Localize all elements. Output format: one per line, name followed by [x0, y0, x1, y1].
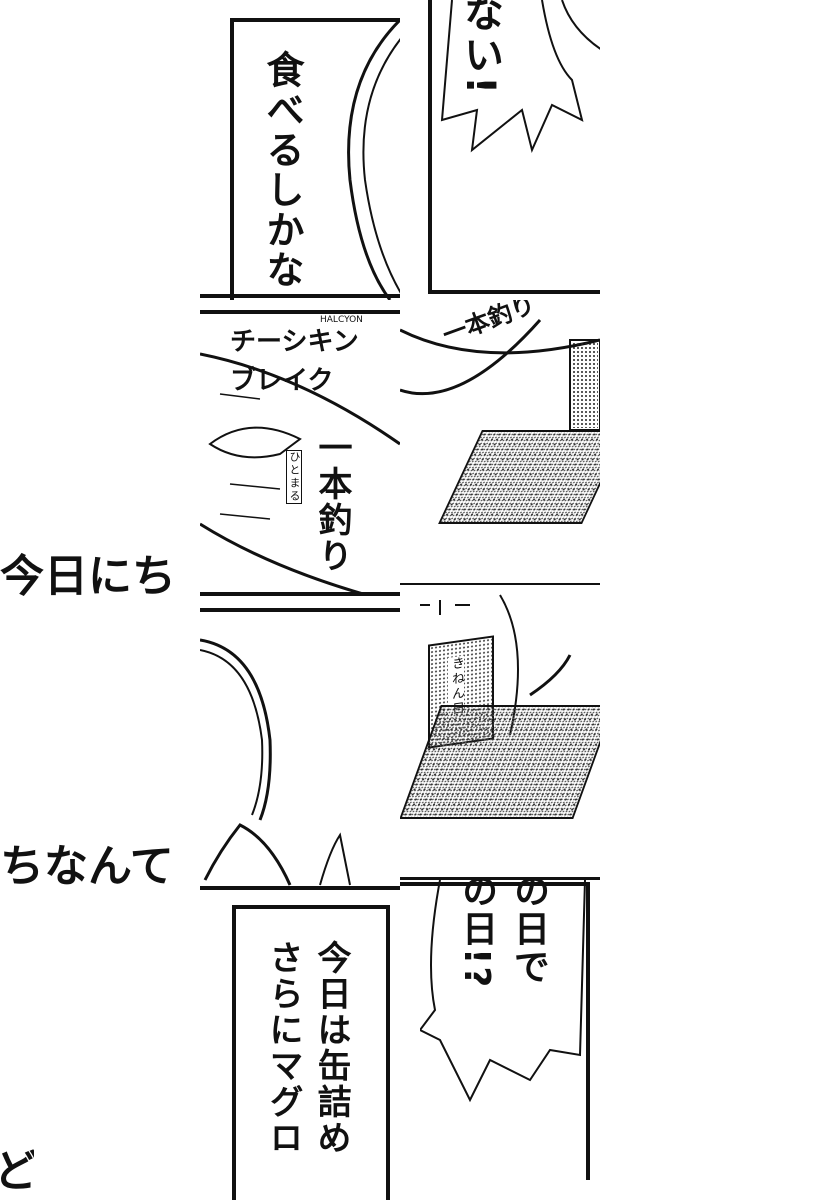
speech-text-no-choice: ない! — [457, 0, 503, 97]
divider — [200, 592, 400, 596]
can-rim-and-cat-ears-illustration — [200, 638, 351, 886]
tuna-can-illustration — [200, 352, 400, 594]
caption-text-named-after: ちなんて — [0, 841, 174, 892]
manga-tile-can-edge — [200, 600, 400, 900]
divider — [400, 877, 600, 881]
manga-tile-anniversary: の日で の日!? — [400, 880, 600, 1180]
manga-tile-canned-today: 今日は缶詰め さらにマグロ — [200, 900, 400, 1200]
manga-tile-can-label: HALCYON チーシキン ブレイク 一本釣り ひとまる — [200, 300, 400, 600]
manga-tile-book: きねん日 — [400, 585, 600, 885]
can-small-label: HALCYON — [320, 315, 363, 325]
divider — [200, 608, 400, 612]
can-tag-text: ひとまる — [286, 450, 302, 504]
speech-bubble — [420, 880, 586, 1103]
divider — [200, 886, 400, 890]
can-label-ipponzuri: 一本釣り — [312, 430, 352, 574]
panel-frame — [232, 905, 390, 1200]
cat-body-screentone — [572, 342, 598, 428]
caption-text-canned: 今日は缶詰め — [311, 940, 351, 1156]
caption-text-tuna: さらにマグロ — [263, 940, 303, 1156]
caption-text-fragment: ど — [0, 1146, 34, 1197]
manga-tile-no-choice: ない! — [400, 0, 600, 300]
can-edge-illustration — [347, 20, 400, 300]
panel-frame — [230, 18, 400, 300]
manga-tile-can-mat: 一本釣り — [400, 300, 600, 600]
speech-text-eat: 食べるしかな — [260, 50, 304, 290]
panel-frame — [428, 0, 600, 294]
manga-tile-eat: 食べるしかな — [200, 0, 400, 300]
speech-text-day-question: の日!? — [456, 880, 497, 990]
caption-text-today: 今日にち — [0, 551, 176, 602]
can-brand-subtext: ブレイク — [230, 366, 334, 396]
divider — [200, 310, 400, 314]
speech-bubble — [440, 0, 600, 154]
can-brand-text: チーシキン — [230, 327, 359, 357]
divider — [200, 294, 400, 298]
speech-text-day-of: の日で — [508, 880, 549, 986]
